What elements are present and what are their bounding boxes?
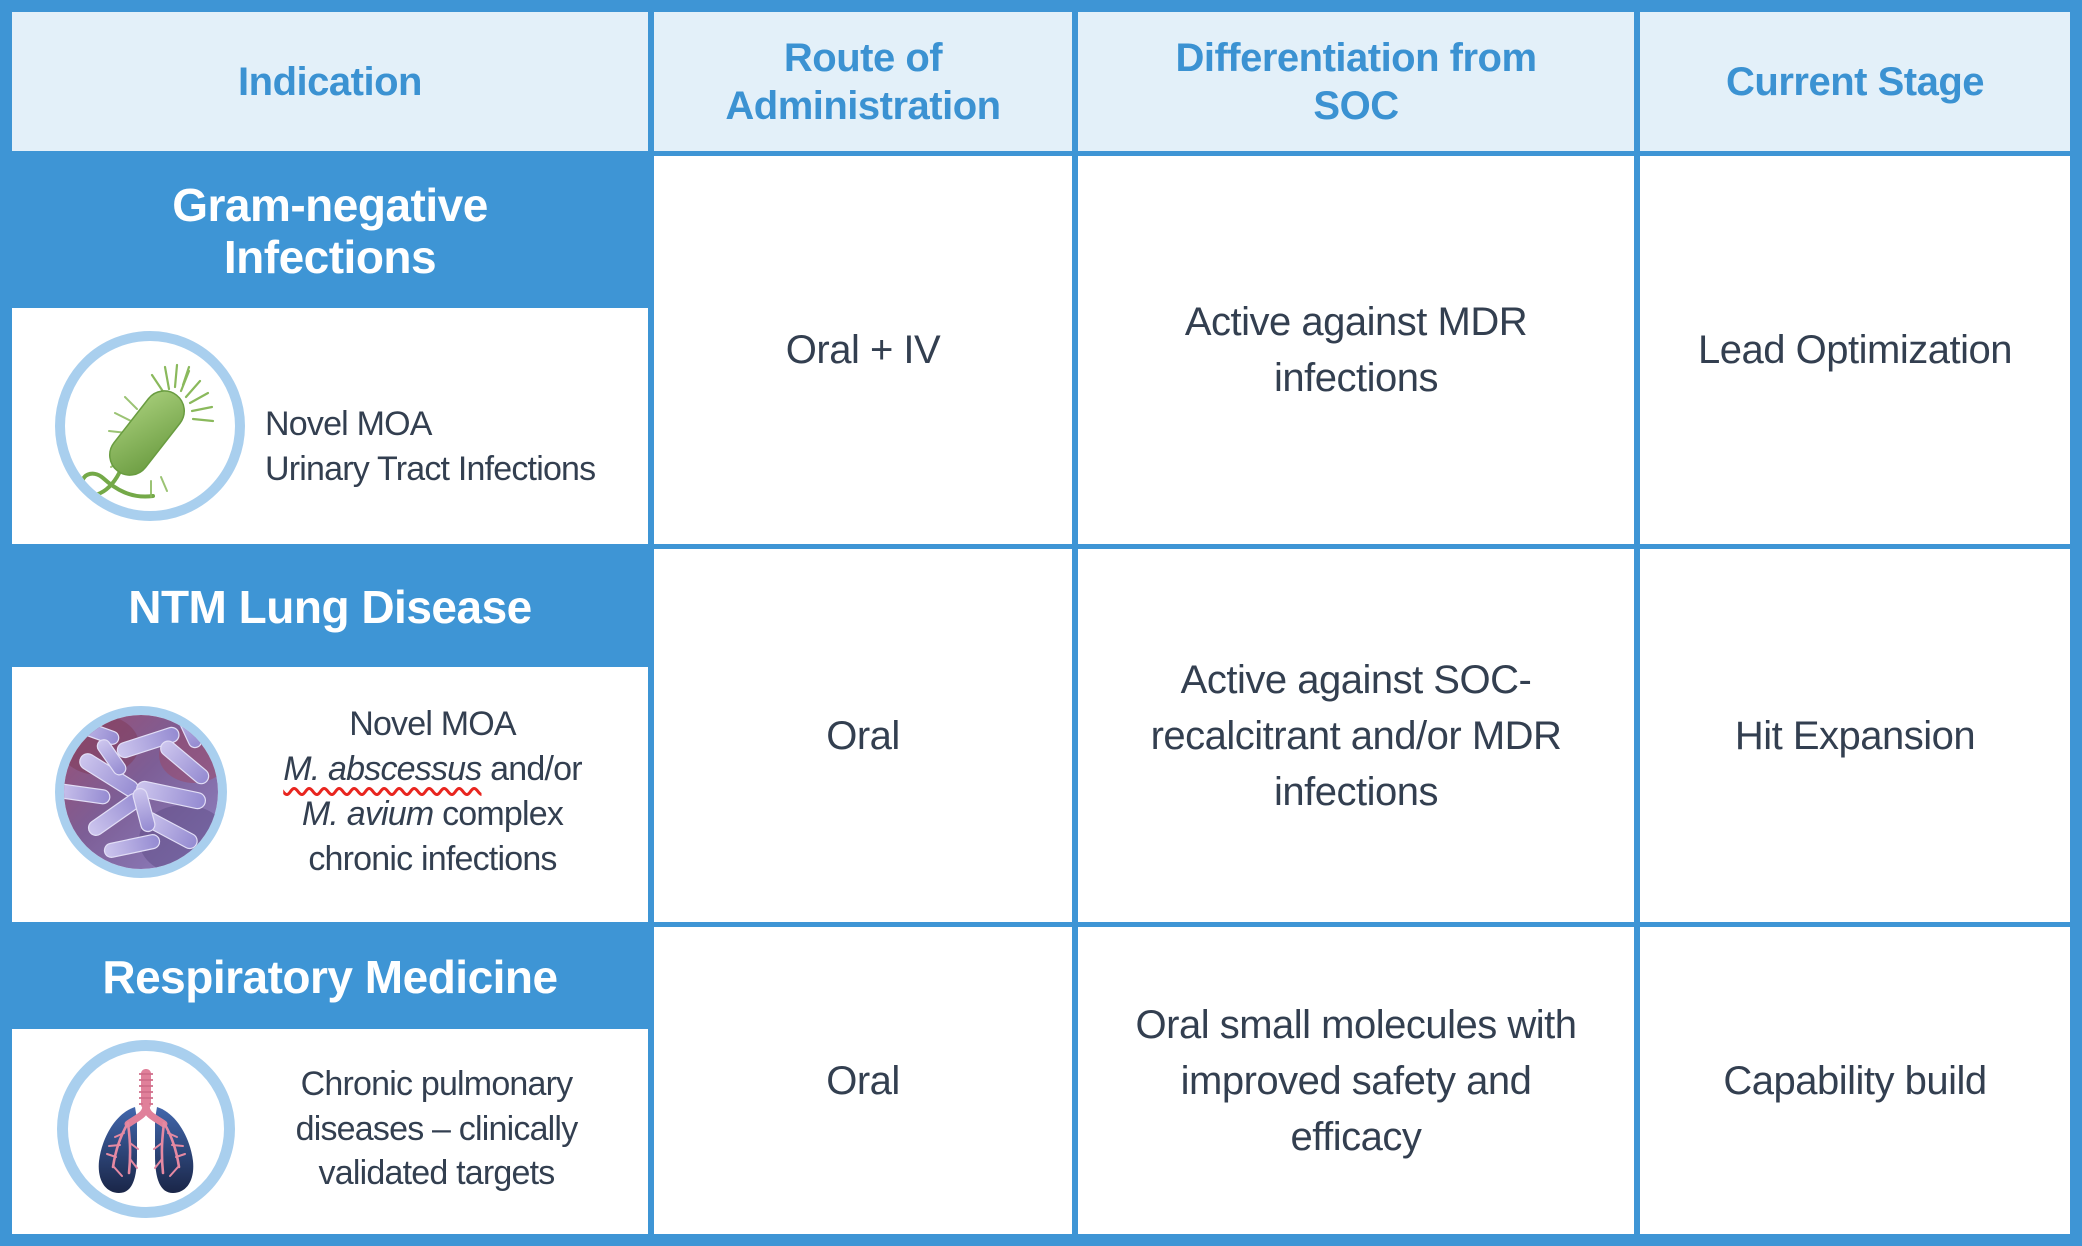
note-line: Novel MOA	[349, 705, 516, 744]
differentiation-value: Active against SOC-recalcitrant and/or M…	[1150, 657, 1562, 814]
note-line: M. abscessus and/or	[283, 750, 582, 789]
route-cell-respiratory: Oral	[654, 927, 1078, 1234]
category-band: Gram-negative Infections	[12, 156, 648, 308]
note-line: Chronic pulmonary	[300, 1064, 574, 1103]
species-name: M. avium	[301, 795, 434, 833]
stage-cell-ntm: Hit Expansion	[1640, 549, 2070, 927]
differentiation-cell-gram-negative: Active against MDR infections	[1078, 156, 1640, 549]
differentiation-cell-ntm: Active against SOC-recalcitrant and/or M…	[1078, 549, 1640, 927]
route-cell-gram-negative: Oral + IV	[654, 156, 1078, 549]
indication-cell-gram-negative: Gram-negative Infections	[12, 156, 654, 549]
header-label: SOC	[1313, 83, 1399, 128]
header-label: Current Stage	[1726, 59, 1985, 104]
header-current-stage: Current Stage	[1640, 12, 2070, 156]
note-line: validated targets	[318, 1154, 556, 1193]
header-label: Indication	[238, 59, 422, 104]
header-differentiation-from-soc: Differentiation from SOC	[1078, 12, 1640, 156]
indication-cell-respiratory: Respiratory Medicine	[12, 927, 654, 1234]
header-route-of-administration: Route of Administration	[654, 12, 1078, 156]
note-line: Urinary Tract Infections	[265, 450, 596, 488]
indication-cell-ntm: NTM Lung Disease	[12, 549, 654, 927]
stage-cell-gram-negative: Lead Optimization	[1640, 156, 2070, 549]
note-line: chronic infections	[308, 839, 557, 878]
stage-cell-respiratory: Capability build	[1640, 927, 2070, 1234]
category-title: Gram-negative	[172, 179, 488, 232]
header-label: Route of	[783, 35, 943, 80]
note-line: diseases – clinically	[295, 1109, 579, 1148]
stage-value: Lead Optimization	[1698, 328, 2012, 372]
differentiation-value: Active against MDR infections	[1184, 300, 1528, 400]
differentiation-cell-respiratory: Oral small molecules with improved safet…	[1078, 927, 1640, 1234]
indication-note: Novel MOA Urinary Tract Infections	[265, 402, 596, 492]
note-line: Novel MOA	[265, 405, 432, 444]
differentiation-value: Oral small molecules with improved safet…	[1135, 1002, 1577, 1159]
category-band: NTM Lung Disease	[12, 549, 648, 667]
category-title: Respiratory Medicine	[102, 951, 558, 1004]
purple-ntm-bacteria-image	[55, 706, 227, 878]
indication-figure-row: Novel MOA M. abscessus and/or M. avium c…	[12, 667, 648, 917]
indication-note: Chronic pulmonary diseases – clinically …	[235, 1062, 648, 1197]
note-line: M. avium complex	[301, 795, 564, 833]
stage-value: Hit Expansion	[1734, 713, 1976, 758]
indication-figure-row: Novel MOA Urinary Tract Infections	[12, 308, 648, 544]
route-value: Oral	[826, 1058, 900, 1103]
route-value: Oral	[826, 713, 900, 758]
header-indication: Indication	[12, 12, 654, 156]
green-rod-bacterium-image	[55, 331, 245, 521]
indication-note: Novel MOA M. abscessus and/or M. avium c…	[227, 702, 648, 882]
stage-value: Capability build	[1723, 1058, 1987, 1103]
lungs-bronchi-image	[57, 1040, 235, 1218]
route-value: Oral + IV	[785, 328, 941, 372]
category-title: Infections	[223, 231, 437, 283]
header-label: Differentiation from	[1175, 35, 1537, 80]
species-name: M. abscessus	[283, 750, 482, 789]
indication-figure-row: Chronic pulmonary diseases – clinically …	[12, 1029, 648, 1229]
category-band: Respiratory Medicine	[12, 927, 648, 1029]
category-title: NTM Lung Disease	[128, 581, 532, 634]
header-label: Administration	[725, 83, 1001, 128]
route-cell-ntm: Oral	[654, 549, 1078, 927]
